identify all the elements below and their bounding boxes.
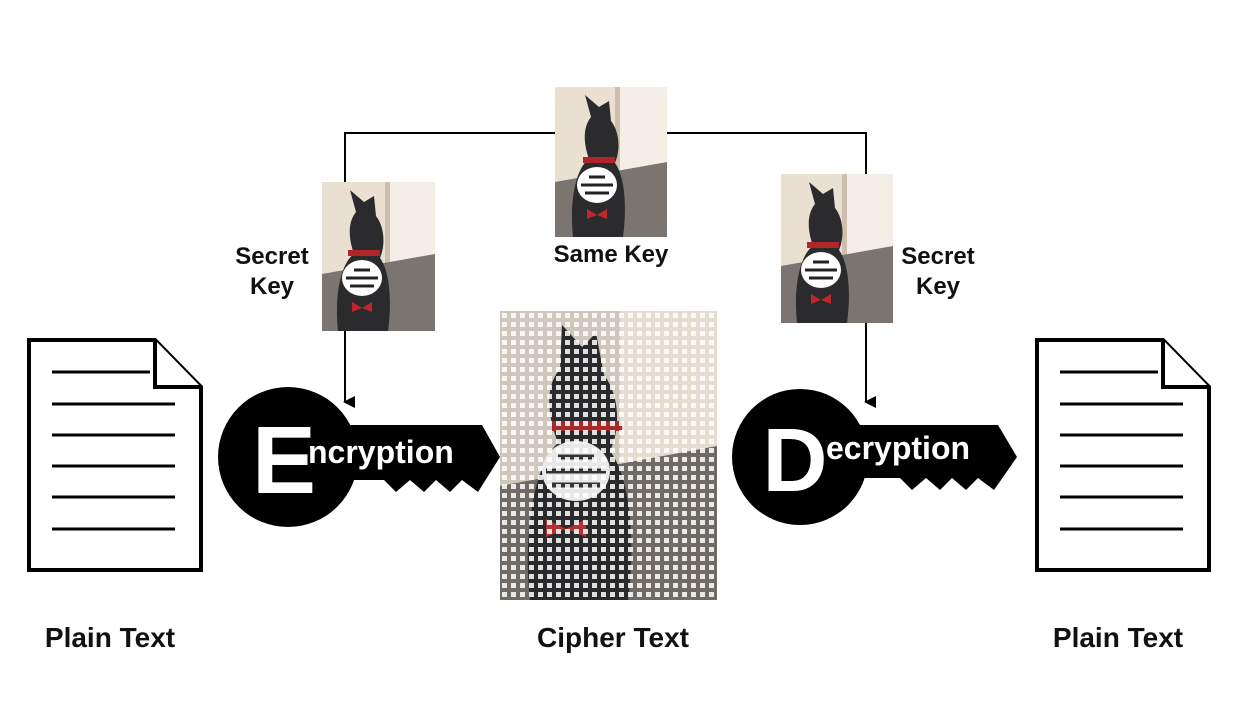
- decryption-key-icon: D ecryption: [732, 389, 1017, 525]
- document-icon-right: [1035, 338, 1211, 572]
- secret-key-label-right: Secret Key: [901, 243, 975, 300]
- cipher-text-label: Cipher Text: [537, 622, 689, 653]
- decryption-key-label: ecryption: [826, 430, 970, 466]
- encryption-key-initial: E: [252, 407, 316, 514]
- plain-text-label-left: Plain Text: [44, 622, 176, 653]
- same-key-label: Same Key: [553, 241, 669, 268]
- secret-key-label-left: Secret Key: [235, 243, 309, 300]
- secret-key-photo-right: [781, 174, 893, 323]
- encryption-key-icon: E ncryption: [218, 387, 500, 527]
- decryption-key-initial: D: [763, 411, 828, 511]
- key-distribution-lines: [343, 132, 876, 408]
- plain-text-label-right: Plain Text: [1052, 622, 1184, 653]
- same-key-photo: [555, 87, 667, 237]
- document-icon-left: [27, 338, 203, 572]
- cipher-text-image: [500, 311, 717, 600]
- secret-key-photo-left: [322, 182, 435, 331]
- encryption-key-label: ncryption: [308, 434, 454, 470]
